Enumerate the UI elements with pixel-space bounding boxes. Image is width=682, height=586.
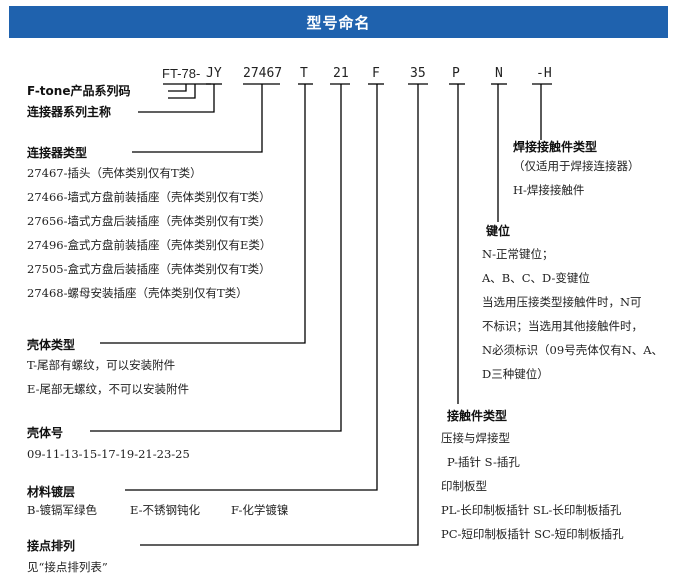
contact-heading: 接触件类型: [447, 409, 508, 423]
material-item: E-不锈钢钝化: [130, 503, 200, 517]
page-title: 型号命名: [306, 13, 371, 32]
line-brand: [168, 84, 187, 92]
line-arrangement: [140, 84, 419, 546]
shell-size-heading: 壳体号: [27, 426, 64, 440]
shell-size-item: 09-11-13-15-17-19-21-23-25: [27, 447, 190, 461]
connector-type-heading: 连接器类型: [27, 146, 88, 160]
shell-type-heading: 壳体类型: [27, 338, 76, 352]
line-connector-type: [132, 84, 263, 153]
connector-type-item: 27467-插头（壳体类别仅有T类）: [27, 166, 202, 180]
contact-item: P-插针 S-插孔: [447, 455, 520, 469]
keying-item: 当选用压接类型接触件时，N可: [482, 295, 642, 309]
connector-type-item: 27656-墙式方盘后装插座（壳体类别仅有T类）: [27, 214, 271, 228]
code-arrangement: 35: [410, 66, 426, 81]
brand-label: F-tone产品系列码: [27, 84, 131, 98]
code-shell-type: T: [300, 66, 308, 81]
material-item: F-化学镀镍: [231, 503, 289, 517]
material-item: B-镀镉军绿色: [27, 503, 98, 517]
connector-type-item: 27466-墙式方盘前装插座（壳体类别仅有T类）: [27, 190, 271, 204]
contact-item: PC-短印制板插针 SC-短印制板插孔: [441, 527, 624, 541]
keying-item: N-正常键位；: [482, 247, 554, 261]
material-heading: 材料镀层: [27, 485, 76, 499]
contact-item: 压接与焊接型: [441, 431, 510, 445]
shell-type-item: T-尾部有螺纹，可以安装附件: [27, 358, 176, 372]
connector-type-item: 27468-螺母安装插座（壳体类别仅有T类）: [27, 286, 248, 300]
solder-heading: 焊接接触件类型: [513, 140, 598, 154]
code-keying: N: [495, 66, 503, 81]
line-shell-type: [100, 84, 306, 344]
line-brand-2: [168, 84, 196, 99]
keying-item: 不标识；当选用其他接触件时，: [482, 319, 643, 333]
keying-heading: 键位: [486, 224, 511, 238]
solder-item: （仅适用于焊接连接器）: [513, 159, 640, 173]
code-shell-size: 21: [333, 66, 349, 81]
arrangement-item: 见“接点排列表”: [27, 560, 108, 574]
code-solder: -H: [536, 66, 552, 81]
keying-item: D三种键位）: [482, 367, 549, 381]
keying-item: N必须标识（09号壳体仅有N、A、: [482, 343, 664, 357]
code-material: F: [372, 66, 380, 81]
contact-item: PL-长印制板插针 SL-长印制板插孔: [441, 503, 622, 517]
series-label: 连接器系列主称: [27, 105, 112, 119]
shell-type-item: E-尾部无螺纹，不可以安装附件: [27, 382, 189, 396]
arrangement-heading: 接点排列: [27, 539, 76, 553]
code-series: JY: [206, 66, 222, 81]
connector-type-item: 27505-盒式方盘后装插座（壳体类别仅有T类）: [27, 262, 271, 276]
solder-item: H-焊接接触件: [513, 183, 585, 197]
keying-item: A、B、C、D-变键位: [482, 271, 590, 285]
contact-item: 印制板型: [441, 479, 487, 493]
code-connector-type: 27467: [243, 66, 283, 81]
code-prefix: FT-78-: [162, 66, 201, 81]
line-material: [125, 84, 378, 491]
connector-type-item: 27496-盒式方盘前装插座（壳体类别仅有E类）: [27, 238, 272, 252]
line-shell-size: [90, 84, 342, 432]
line-series: [138, 84, 215, 113]
code-contact-type: P: [452, 66, 460, 81]
page-header: 型号命名: [9, 6, 668, 38]
